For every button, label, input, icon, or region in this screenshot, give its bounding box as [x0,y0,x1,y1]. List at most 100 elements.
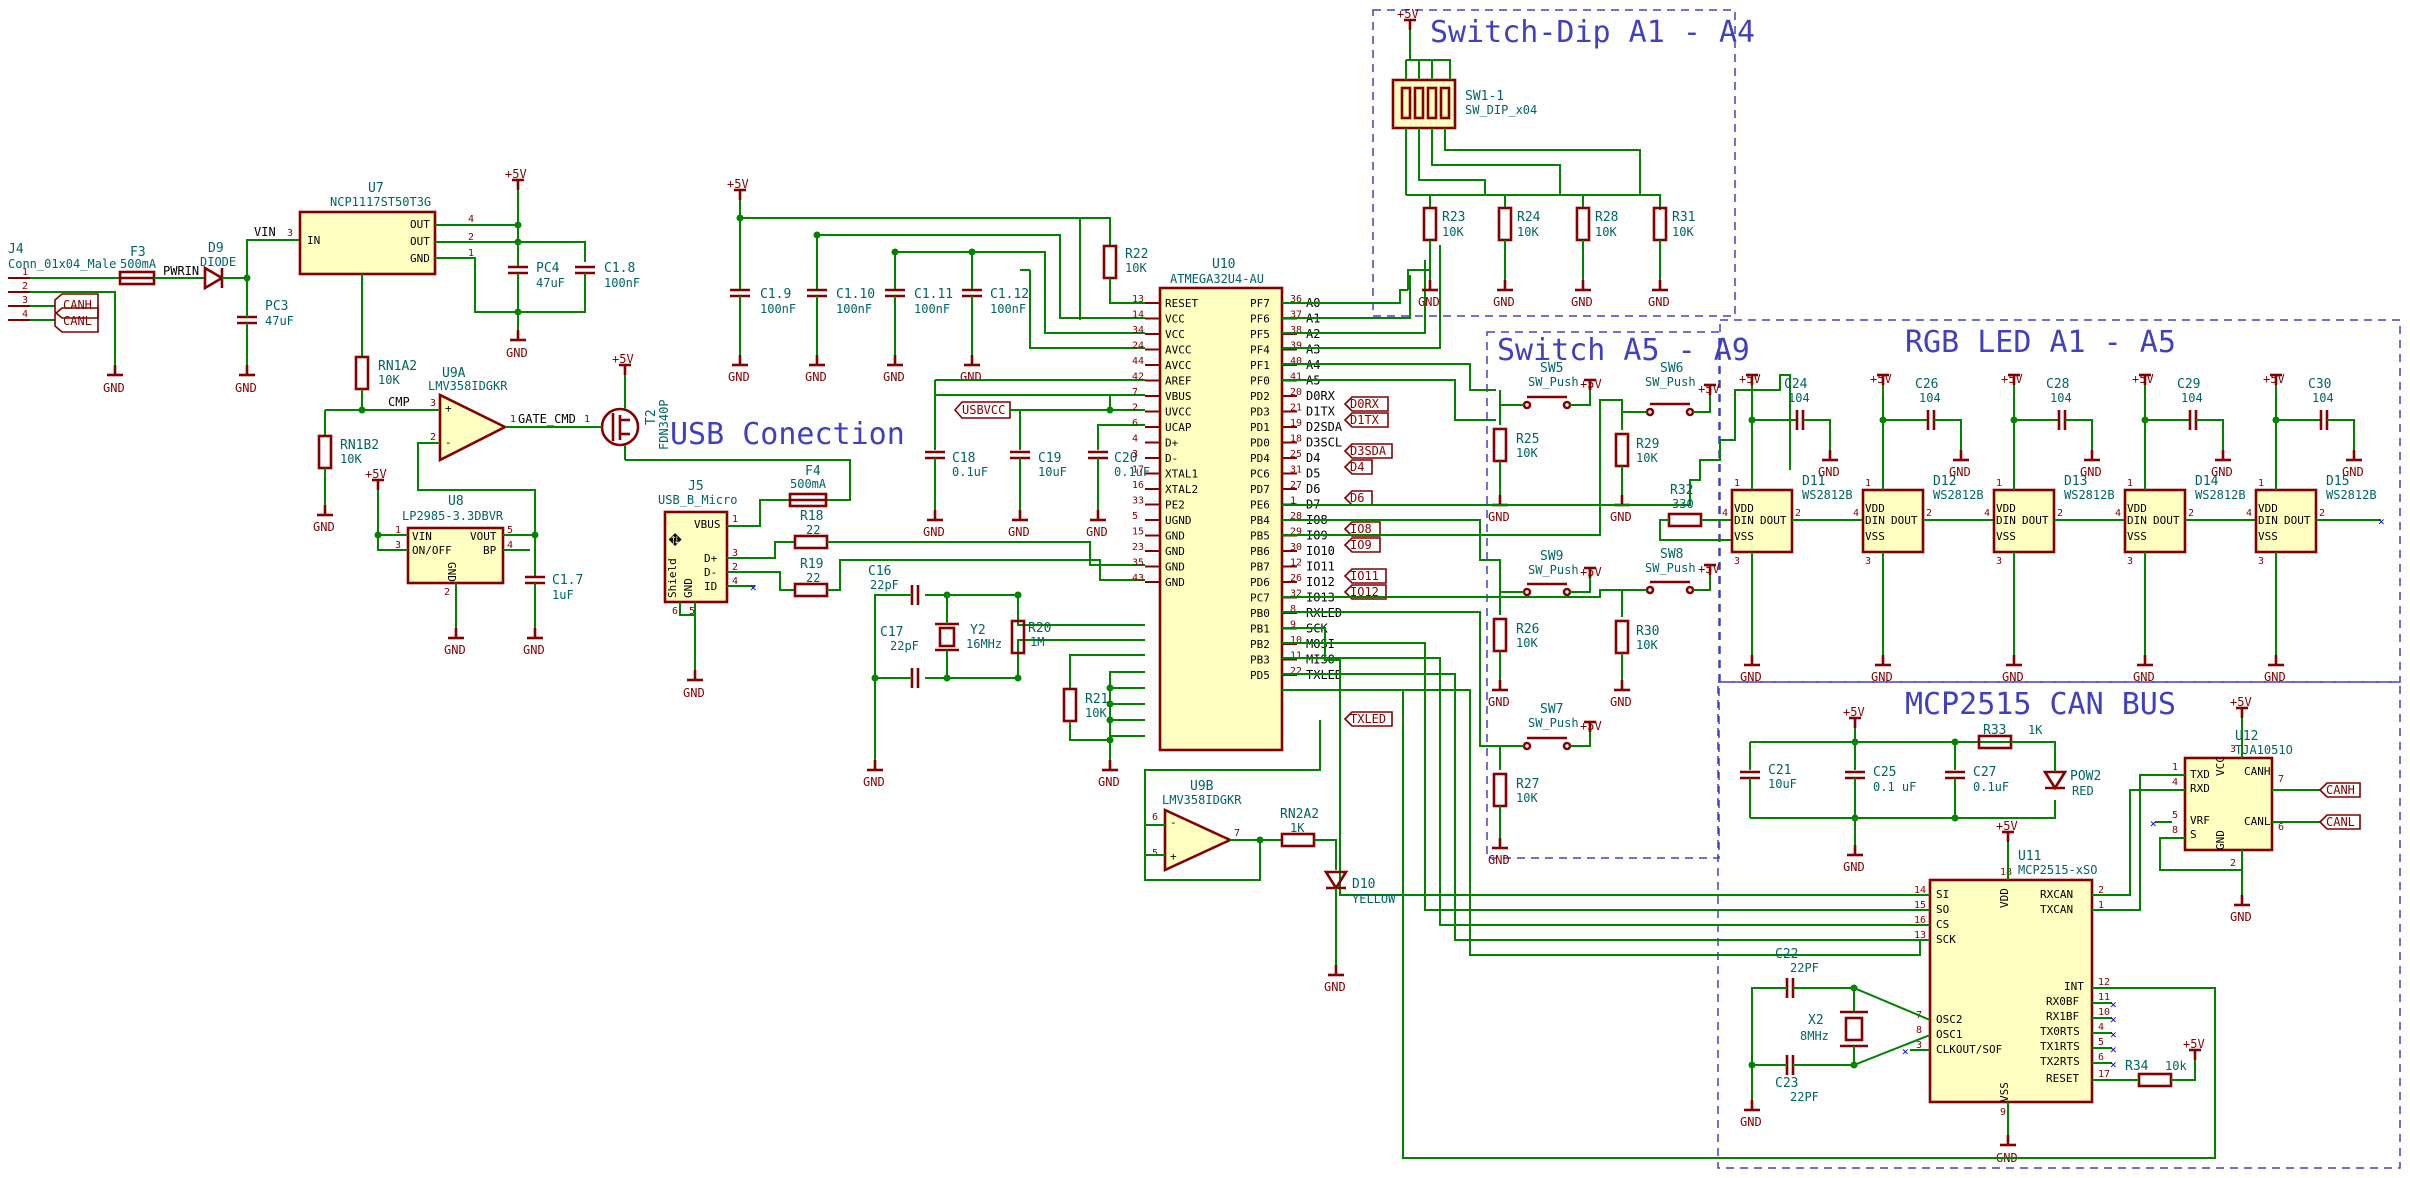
svg-text:SCK: SCK [1936,933,1956,946]
svg-text:YELLOW: YELLOW [1352,892,1396,906]
svg-text:R19: R19 [800,557,823,572]
svg-text:Y2: Y2 [970,623,986,638]
rgb-frame [1719,319,2401,683]
mcu-pin-num: 43 [1132,573,1144,584]
svg-text:17: 17 [2098,1069,2110,1080]
svg-text:10K: 10K [1636,451,1658,465]
svg-text:U11: U11 [2018,849,2041,864]
svg-text:CMP: CMP [388,395,410,409]
mcu-u10: U10 ATMEGA32U4-AU RESET13VCC14VCC34AVCC2… [1132,257,1343,752]
svg-text:GND: GND [1571,295,1593,309]
mcu-signal-name: D0RX [1306,389,1336,403]
svg-text:12: 12 [2098,977,2110,988]
svg-text:RN2A2: RN2A2 [1280,807,1319,822]
svg-text:CS: CS [1936,918,1949,931]
svg-text:C17: C17 [880,625,903,640]
svg-text:10K: 10K [1595,225,1617,239]
net-pwrin: PWRIN [163,264,199,278]
svg-text:RX1BF: RX1BF [2046,1010,2079,1023]
svg-text:TXLED: TXLED [1350,712,1386,726]
mcu-pin-num: 19 [1290,418,1302,429]
svg-text:Shield: Shield [666,558,679,598]
svg-text:SI: SI [1936,888,1949,901]
svg-text:VBUS: VBUS [694,518,721,531]
svg-text:GND: GND [2230,910,2252,924]
svg-text:INT: INT [2064,980,2084,993]
svg-text:3: 3 [1916,1040,1922,1051]
svg-text:2: 2 [2188,508,2194,519]
svg-text:1: 1 [468,248,474,259]
dip-switch-sw1: SW1-1SW_DIP_x04 [1391,78,1537,130]
svg-text:GND: GND [1324,980,1346,994]
svg-text:6: 6 [672,606,678,617]
mcu-pin-num: 44 [1132,356,1144,367]
svg-text:0.1uF: 0.1uF [1973,780,2009,794]
mcu-signal-name: D1TX [1306,405,1336,419]
svg-text:GND: GND [1818,465,1840,479]
svg-text:GND: GND [506,346,528,360]
can-title: MCP2515 CAN BUS [1905,687,2176,722]
svg-text:6: 6 [1152,812,1158,823]
svg-text:GND: GND [235,381,257,395]
svg-text:1K: 1K [2028,723,2043,737]
svg-text:GND: GND [1493,295,1515,309]
svg-text:GND: GND [923,525,945,539]
mcu-pin-num: 9 [1290,620,1296,631]
svg-text:104: 104 [2312,391,2334,405]
svg-text:4: 4 [2115,508,2121,519]
svg-text:GATE_CMD: GATE_CMD [518,412,576,426]
mcu-pin-num: 8 [1290,604,1296,615]
svg-text:4: 4 [2098,1022,2104,1033]
svg-text:IO11: IO11 [1350,569,1379,583]
mcu-pin-num: 11 [1290,651,1302,662]
svg-text:DIN: DIN [1734,514,1754,527]
svg-text:2: 2 [732,562,738,573]
svg-text:SW8: SW8 [1660,547,1683,562]
svg-text:16: 16 [1914,915,1926,926]
svg-text:DIODE: DIODE [200,255,236,269]
mcu-signal-name: A3 [1306,343,1320,357]
svg-text:2: 2 [2057,508,2063,519]
mcu-pin-right: PD0 [1250,437,1270,450]
mcu-pin-num: 35 [1132,558,1144,569]
svg-text:TXD: TXD [2190,768,2210,781]
mcu-pin-num: 41 [1290,372,1302,383]
svg-text:CANH: CANH [2244,765,2271,778]
mcu-pin-num: 2 [1132,403,1138,414]
svg-text:GND: GND [728,370,750,384]
svg-text:VCC: VCC [2214,756,2227,776]
svg-text:RN1B2: RN1B2 [340,438,379,453]
svg-text:1: 1 [2258,478,2264,489]
svg-text:GND: GND [805,370,827,384]
svg-text:4: 4 [22,309,28,320]
mcu-pin-right: PF0 [1250,375,1270,388]
svg-text:+5V: +5V [1397,7,1419,21]
svg-text:4: 4 [2172,777,2178,788]
mcu-pin-right: PB4 [1250,514,1270,527]
mcu-pin-left: GND [1165,545,1185,558]
mcu-pin-right: PD5 [1250,669,1270,682]
mcu-pin-left: UVCC [1165,406,1192,419]
mcu-pin-num: 33 [1132,496,1144,507]
svg-text:+5V: +5V [1870,372,1892,386]
svg-text:47uF: 47uF [265,314,294,328]
svg-text:OSC2: OSC2 [1936,1013,1963,1026]
svg-text:22: 22 [806,523,820,537]
svg-text:C1.10: C1.10 [836,287,875,302]
svg-text:6: 6 [2098,1052,2104,1063]
mcu-pin-num: 38 [1290,325,1302,336]
mcu-pin-left: AVCC [1165,344,1192,357]
mcu-pin-right: PD1 [1250,421,1270,434]
svg-text:8MHz: 8MHz [1800,1029,1829,1043]
mcu-pin-left: GND [1165,530,1185,543]
svg-text:CLKOUT/SOF: CLKOUT/SOF [1936,1043,2002,1056]
